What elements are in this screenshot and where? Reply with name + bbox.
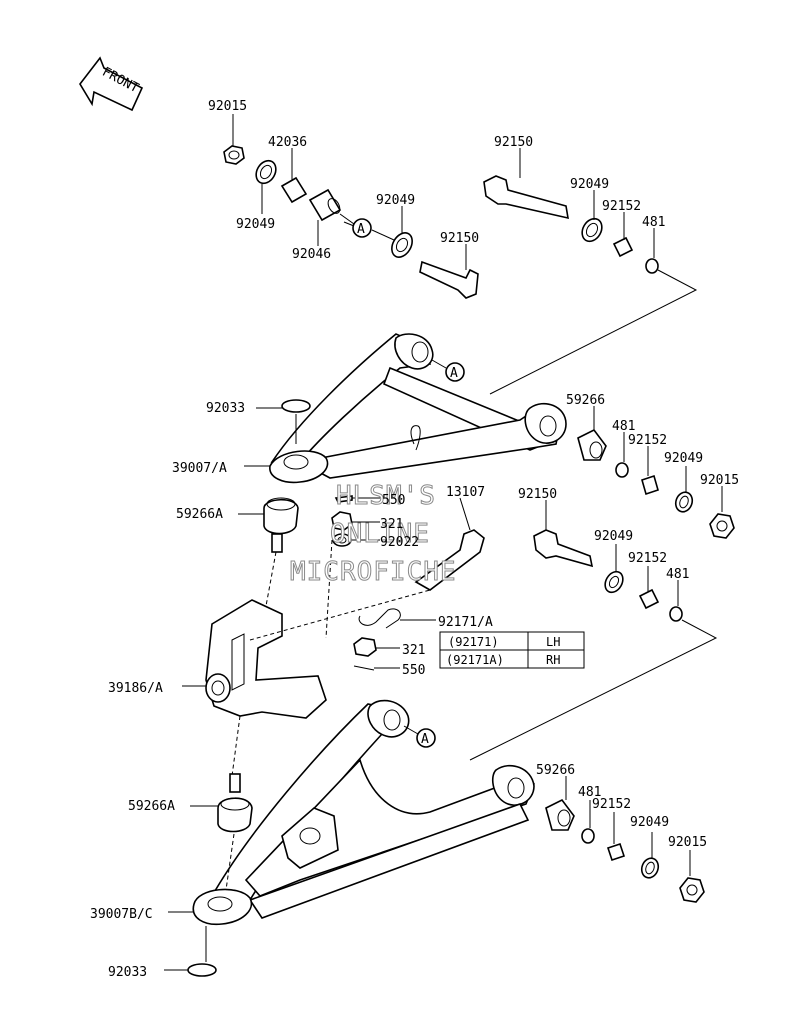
label-481-a: 481 <box>642 215 665 230</box>
label-59266-a: 59266 <box>566 393 605 408</box>
center-small-parts <box>325 495 485 671</box>
label-481-d: 481 <box>578 785 601 800</box>
label-92015-top: 92015 <box>208 99 247 114</box>
label-92049-f: 92049 <box>630 815 669 830</box>
label-321-a: 321 <box>380 517 403 532</box>
label-92152-d: 92152 <box>592 797 631 812</box>
upper-ball-joint <box>238 399 311 607</box>
label-59266a-bottom: 59266A <box>128 799 175 814</box>
part-side-table: (92171) LH (92171A) RH <box>439 631 585 669</box>
label-92022: 92022 <box>380 535 419 550</box>
table-row-1-part: (92171) <box>448 635 499 649</box>
middle-right-parts <box>469 500 718 761</box>
label-92015-c: 92015 <box>668 835 707 850</box>
label-92150-a: 92150 <box>494 135 533 150</box>
label-39007bc: 39007B/C <box>90 907 153 922</box>
label-39186a: 39186/A <box>108 681 163 696</box>
part-labels: 92015 42036 92049 92046 92049 92150 9215… <box>90 99 739 980</box>
svg-text:A: A <box>450 366 458 381</box>
callout-a-2: A <box>431 359 465 382</box>
watermark-line-3: MICROFICHE <box>290 557 457 587</box>
label-92049-d: 92049 <box>664 451 703 466</box>
label-92033-bottom: 92033 <box>108 965 147 980</box>
svg-text:A: A <box>357 222 365 237</box>
label-92150-b: 92150 <box>440 231 479 246</box>
callout-a-1: A <box>343 218 372 238</box>
label-92049-c: 92049 <box>570 177 609 192</box>
table-row-2-part: (92171A) <box>446 653 504 667</box>
label-42036: 42036 <box>268 135 307 150</box>
label-59266-b: 59266 <box>536 763 575 778</box>
svg-text:A: A <box>421 732 429 747</box>
label-92150-c: 92150 <box>518 487 557 502</box>
upper-a-arm <box>269 333 567 484</box>
label-92152-a: 92152 <box>602 199 641 214</box>
table-row-2-side: RH <box>546 653 560 667</box>
label-59266a-top: 59266A <box>176 507 223 522</box>
watermark-line-1: HLSM'S <box>336 481 436 511</box>
label-481-c: 481 <box>666 567 689 582</box>
label-13107: 13107 <box>446 485 485 500</box>
label-92049-a: 92049 <box>236 217 275 232</box>
upper-right-parts <box>577 406 735 539</box>
lower-ball-joint <box>164 773 253 977</box>
label-92049-e: 92049 <box>594 529 633 544</box>
label-92033-top: 92033 <box>206 401 245 416</box>
label-92171a: 92171/A <box>438 615 493 630</box>
table-row-1-side: LH <box>546 635 560 649</box>
lower-a-arm <box>192 699 535 926</box>
front-arrow-icon: FRONT <box>79 56 144 112</box>
label-321-b: 321 <box>402 643 425 658</box>
upper-leader-lines <box>232 114 698 395</box>
label-92152-c: 92152 <box>628 551 667 566</box>
watermark-line-2: ONLINE <box>330 519 430 549</box>
callout-a-3: A <box>403 725 436 748</box>
label-481-b: 481 <box>612 419 635 434</box>
label-550-a: 550 <box>382 493 405 508</box>
lower-right-parts <box>545 776 705 903</box>
label-39007a: 39007/A <box>172 461 227 476</box>
steering-knuckle <box>182 589 431 777</box>
label-92152-b: 92152 <box>628 433 667 448</box>
label-92046: 92046 <box>292 247 331 262</box>
upper-bushing-parts <box>223 145 659 299</box>
label-550-b: 550 <box>402 663 425 678</box>
label-92015-b: 92015 <box>700 473 739 488</box>
label-92049-b: 92049 <box>376 193 415 208</box>
watermark: HLSM'S ONLINE MICROFICHE <box>290 481 457 588</box>
